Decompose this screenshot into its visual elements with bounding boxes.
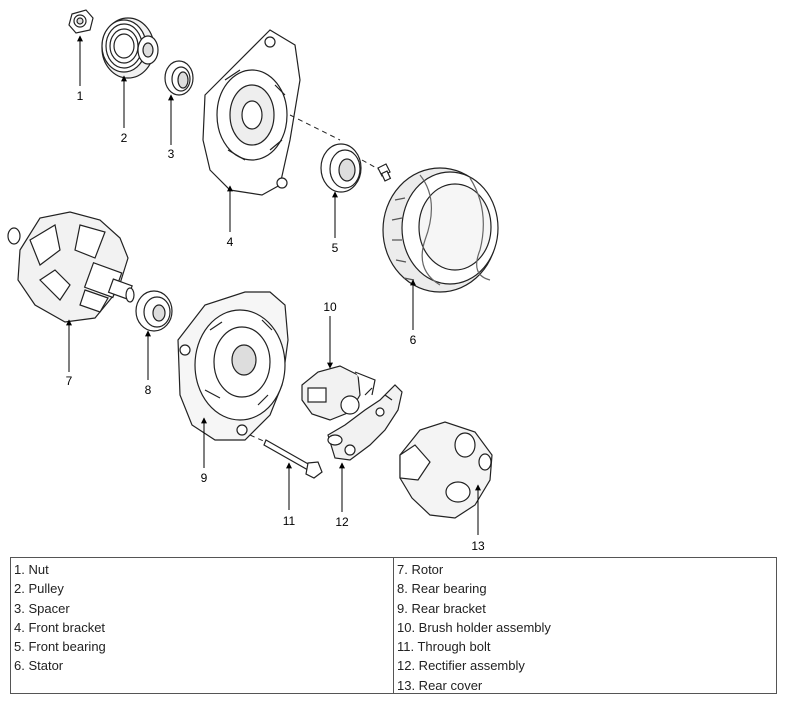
legend-item-rotor: 7. Rotor [397, 562, 444, 577]
callout-10: 10 [323, 300, 337, 314]
callout-2: 2 [121, 131, 128, 145]
callout-1: 1 [77, 89, 84, 103]
pulley-part [101, 17, 159, 79]
callout-12: 12 [335, 515, 349, 529]
exploded-alternator-diagram: 1 2 3 4 5 6 7 8 9 10 11 12 13 [7, 9, 499, 553]
legend-item-spacer: 3. Spacer [14, 600, 70, 616]
callout-8: 8 [145, 383, 152, 397]
rectifier-assembly-part [327, 384, 403, 461]
legend-column-left: 1. Nut 2. Pulley 3. Spacer 4. Front brac… [11, 558, 394, 693]
spacer-part [164, 60, 194, 96]
rotor-part [7, 211, 135, 323]
legend-item-rear-bracket: 9. Rear bracket [397, 600, 486, 616]
legend-item-rectifier-assembly: 12. Rectifier assembly [397, 658, 525, 674]
legend-item-through-bolt: 11. Through bolt [397, 639, 491, 655]
callout-4: 4 [227, 235, 234, 249]
legend-item-front-bearing: 5. Front bearing [14, 639, 106, 655]
callout-11: 11 [283, 514, 296, 528]
callout-3: 3 [168, 147, 175, 161]
screw-part [377, 163, 392, 182]
legend-item-nut: 1. Nut [14, 562, 49, 577]
nut-part [68, 9, 94, 34]
through-bolt-part [263, 439, 323, 479]
callout-5: 5 [332, 241, 339, 255]
legend-column-right: 7. Rotor 8. Rear bearing 9. Rear bracket… [394, 558, 776, 693]
callout-9: 9 [201, 471, 208, 485]
legend-item-pulley: 2. Pulley [14, 581, 64, 597]
callout-13: 13 [471, 539, 485, 553]
rear-cover-part [399, 421, 493, 519]
stator-part [382, 167, 499, 293]
legend-item-front-bracket: 4. Front bracket [14, 619, 106, 635]
callout-7: 7 [66, 374, 73, 388]
front-bearing-part [320, 143, 362, 193]
legend-item-brush-holder-assembly: 10. Brush holder assembly [397, 619, 551, 635]
parts-legend-table: 1. Nut 2. Pulley 3. Spacer 4. Front brac… [10, 557, 777, 694]
front-bracket-part [202, 29, 301, 196]
legend-item-stator: 6. Stator [14, 658, 64, 674]
legend-item-rear-bearing: 8. Rear bearing [397, 581, 487, 597]
rear-bearing-part [135, 290, 173, 332]
legend-item-rear-cover: 13. Rear cover [397, 677, 483, 693]
callout-6: 6 [410, 333, 417, 347]
rear-bracket-part [177, 291, 289, 441]
leader-lines [66, 35, 481, 535]
